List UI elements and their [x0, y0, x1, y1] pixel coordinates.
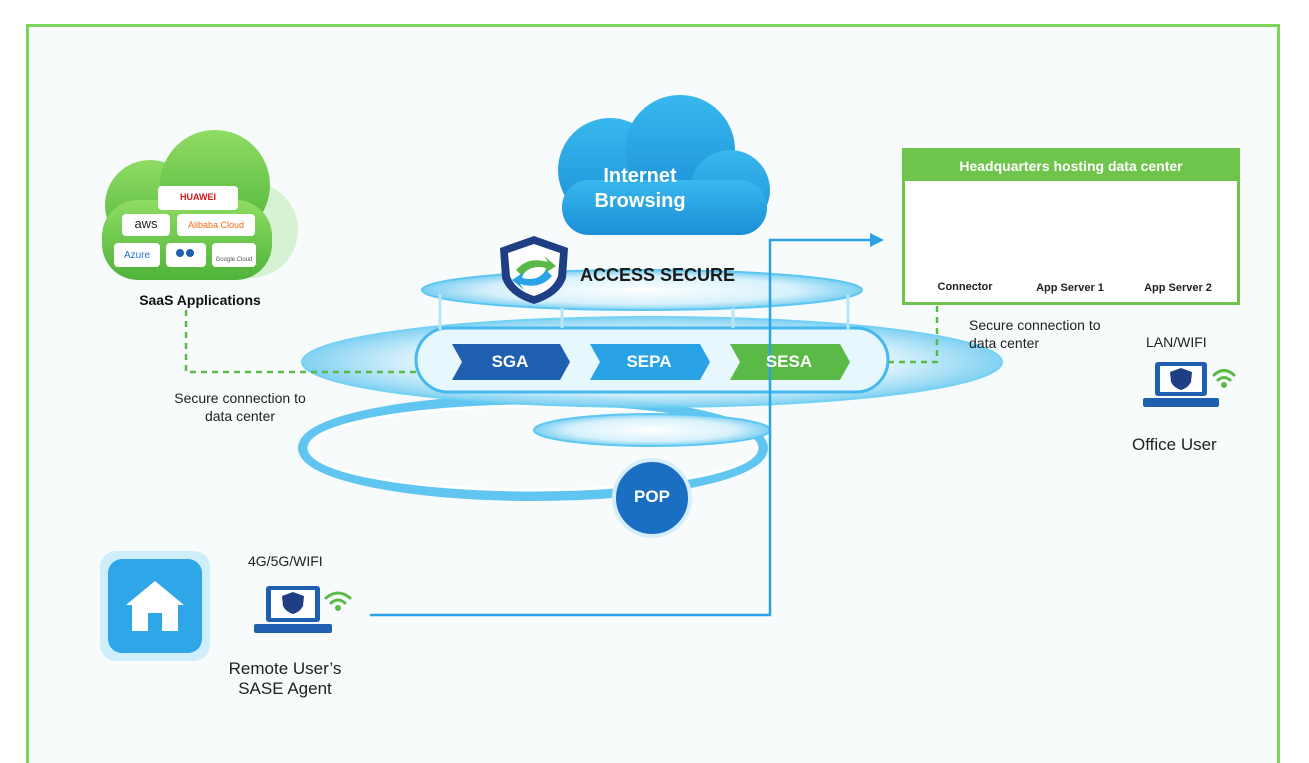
sesa-chevron: [730, 344, 850, 380]
huawei-logo: HUAWEI: [180, 192, 216, 202]
pop-circle: [612, 458, 692, 538]
remote-network-label: 4G/5G/WIFI: [248, 553, 323, 569]
pop-label: POP: [634, 487, 670, 506]
laptop-icon: [254, 586, 332, 633]
home-icon: [108, 559, 202, 653]
saas-cloud-shape: [102, 130, 298, 280]
browsing-label: Browsing: [594, 190, 686, 212]
connector-label: Connector: [937, 281, 993, 293]
hq-secure-connection-line: [888, 306, 939, 364]
shield-icon: [500, 236, 568, 304]
secure-connection-left-line2: data center: [204, 408, 276, 424]
saas-applications-label: SaaS Applications: [139, 292, 261, 308]
sga-chevron: [452, 344, 570, 380]
secure-connection-left-line1: Secure connection to: [174, 390, 306, 406]
service-chevrons: [452, 344, 850, 380]
sepa-chevron: [590, 344, 710, 380]
app-server-2-label: App Server 2: [1144, 282, 1212, 294]
home-icon-tile: [100, 551, 210, 661]
sga-label: SGA: [491, 352, 529, 371]
headquarters-title: Headquarters hosting data center: [905, 151, 1237, 181]
arrow-head: [870, 233, 884, 247]
azure-logo: Azure: [123, 250, 151, 261]
access-secure-label: ACCESS SECURE: [580, 265, 736, 285]
connection-lines: [184, 233, 939, 617]
sesa-label: SESA: [765, 352, 813, 371]
app-server-1-label: App Server 1: [1036, 282, 1104, 294]
remote-user-label-line1: Remote User’s: [228, 659, 342, 678]
secure-connection-right-line2: data center: [969, 335, 1040, 351]
office-user-label: Office User: [1132, 435, 1217, 454]
alibaba-cloud-logo: Alibaba Cloud: [187, 220, 245, 230]
internet-cloud-shape: [558, 95, 770, 235]
internet-label: Internet: [603, 165, 677, 187]
headquarters-panel: Headquarters hosting data center: [902, 148, 1240, 305]
aws-logo: aws: [134, 216, 158, 231]
remote-user-link-line: [370, 238, 872, 617]
remote-user-label-line2: SASE Agent: [238, 679, 332, 698]
wifi-icon: [324, 591, 352, 611]
laptop-icon: [1143, 362, 1219, 407]
wifi-icon: [1212, 369, 1236, 388]
sepa-label: SEPA: [626, 352, 672, 371]
google-cloud-logo: Google Cloud: [215, 257, 253, 263]
office-network-label: LAN/WIFI: [1146, 334, 1207, 350]
secure-connection-right-line1: Secure connection to: [969, 317, 1101, 333]
